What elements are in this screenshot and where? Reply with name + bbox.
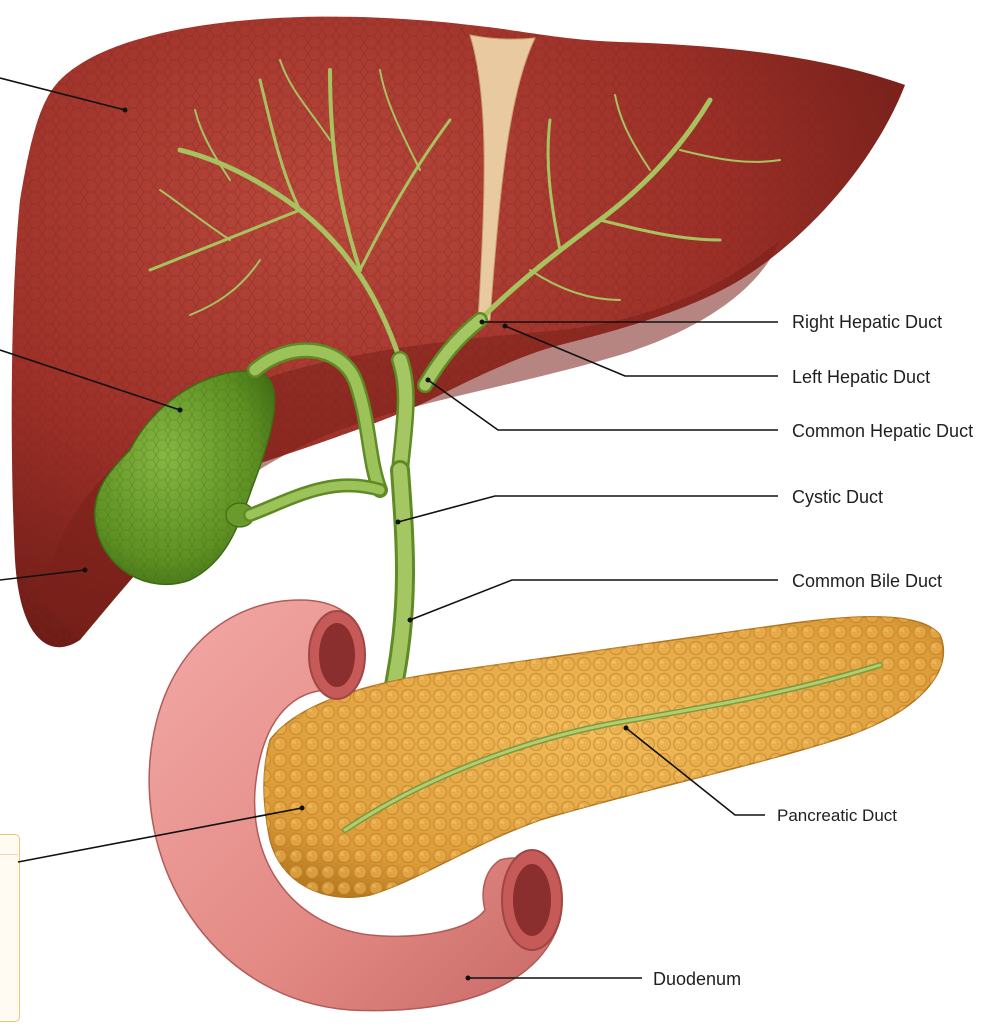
label-pancreatic-duct: Pancreatic Duct bbox=[777, 806, 897, 825]
label-common-bile-duct: Common Bile Duct bbox=[792, 571, 942, 591]
label-common-hepatic-duct: Common Hepatic Duct bbox=[792, 421, 973, 441]
label-left-hepatic-duct: Left Hepatic Duct bbox=[792, 367, 930, 387]
label-cystic-duct: Cystic Duct bbox=[792, 487, 883, 507]
pancreas bbox=[264, 617, 943, 897]
label-right-hepatic-duct: Right Hepatic Duct bbox=[792, 312, 942, 332]
label-duodenum: Duodenum bbox=[653, 969, 741, 989]
